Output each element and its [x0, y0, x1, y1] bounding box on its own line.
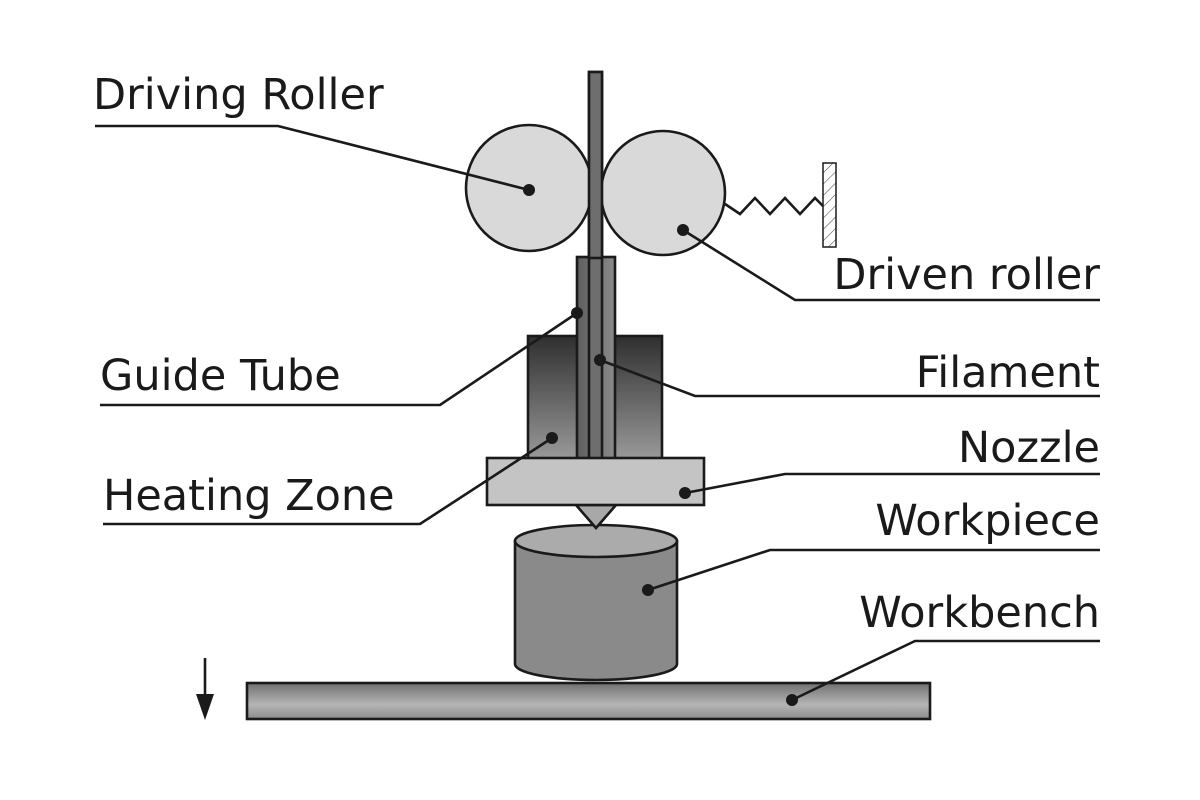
leader-driving-roller: [95, 124, 535, 196]
label-heating-zone: Heating Zone: [103, 471, 395, 521]
down-arrow-icon: [196, 658, 214, 720]
leader-guide-tube: [100, 307, 583, 407]
workbench: [245, 681, 932, 721]
nozzle: [485, 456, 706, 530]
leader-workbench: [786, 639, 1100, 706]
label-guide-tube: Guide Tube: [100, 351, 341, 401]
leader-workpiece: [642, 548, 1100, 596]
workpiece: [513, 523, 679, 682]
label-driving-roller: Driving Roller: [93, 70, 384, 120]
leader-nozzle: [679, 472, 1100, 499]
leader-heating-zone: [103, 432, 558, 526]
driven-roller: [599, 129, 727, 257]
label-driven-roller: Driven roller: [833, 250, 1100, 300]
label-filament: Filament: [916, 348, 1100, 398]
label-workpiece: Workpiece: [875, 496, 1100, 546]
hatched-wall-icon: [822, 162, 837, 248]
leader-driven-roller: [677, 224, 1100, 302]
leader-filament: [594, 354, 1100, 398]
filament-top: [587, 70, 604, 260]
label-workbench: Workbench: [859, 588, 1100, 638]
label-nozzle: Nozzle: [958, 423, 1100, 473]
spring-icon: [724, 196, 824, 216]
